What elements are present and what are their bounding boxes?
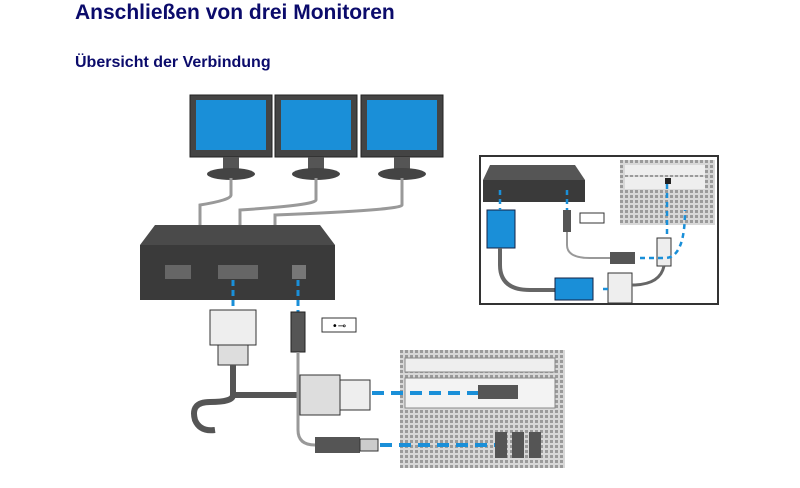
inset-vga-connection	[479, 155, 719, 305]
dvi-port	[478, 385, 518, 399]
usb-icon: •⊸	[321, 317, 357, 333]
section-heading: Übersicht der Verbindung	[75, 54, 271, 71]
connection-dash-lines	[372, 391, 495, 447]
monitor-cables	[198, 178, 404, 228]
dvi-connector-icon	[218, 265, 258, 279]
usb-port	[495, 432, 507, 458]
dvi-cable	[191, 280, 371, 434]
vga-connector-icon	[165, 265, 191, 279]
svg-text:•⊸: •⊸	[332, 321, 346, 332]
computer-back-panel	[400, 350, 565, 468]
splitter-device	[140, 225, 335, 300]
page-title: Anschließen von drei Monitoren	[75, 1, 395, 24]
monitor-icon	[360, 94, 444, 180]
monitor-icon	[189, 94, 273, 180]
usb-icon	[579, 212, 605, 224]
monitor-icon	[274, 94, 358, 180]
usb-cable	[290, 280, 379, 453]
